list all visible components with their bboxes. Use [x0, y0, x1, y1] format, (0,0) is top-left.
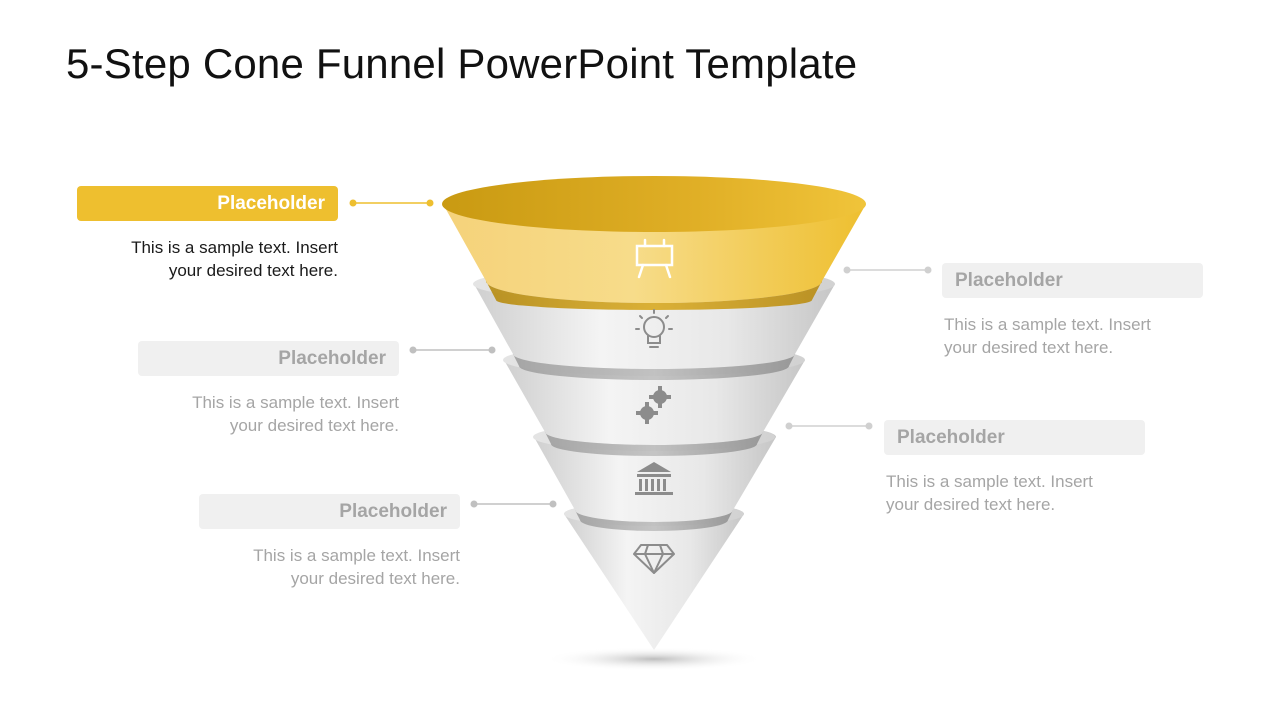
connector-step-5 [470, 500, 557, 508]
step-3-label[interactable]: Placeholder [138, 341, 399, 376]
lightbulb-icon [635, 309, 673, 348]
step-5-text-line-1: This is a sample text. Insert [253, 546, 460, 565]
step-4-description: This is a sample text. Insert your desir… [886, 470, 1146, 516]
step-3-description: This is a sample text. Insert your desir… [139, 391, 399, 437]
step-5-description: This is a sample text. Insert your desir… [200, 544, 460, 590]
step-5-label[interactable]: Placeholder [199, 494, 460, 529]
step-1-text-line-2: your desired text here. [168, 261, 338, 280]
step-2-text-line-2: your desired text here. [944, 338, 1114, 357]
step-2-description: This is a sample text. Insert your desir… [944, 313, 1204, 359]
step-5-text-line-2: your desired text here. [290, 569, 460, 588]
step-4-text-line-2: your desired text here. [886, 495, 1056, 514]
step-1-text-line-1: This is a sample text. Insert [131, 238, 338, 257]
billboard-icon [635, 238, 674, 279]
bank-icon [635, 462, 673, 495]
step-3-text-line-1: This is a sample text. Insert [192, 393, 399, 412]
cone-shadow [544, 647, 764, 671]
step-4-text-line-1: This is a sample text. Insert [886, 472, 1093, 491]
connector-step-3 [409, 346, 496, 354]
gears-icon [636, 386, 671, 424]
step-3-text-line-2: your desired text here. [229, 416, 399, 435]
step-4-label[interactable]: Placeholder [884, 420, 1145, 455]
step-2-text-line-1: This is a sample text. Insert [944, 315, 1151, 334]
connector-step-4 [785, 422, 873, 430]
diamond-icon [633, 544, 675, 574]
step-1-label[interactable]: Placeholder [77, 186, 338, 221]
slide-title: 5-Step Cone Funnel PowerPoint Template [66, 40, 858, 87]
funnel-segment-1 [442, 176, 866, 310]
connector-step-1 [349, 199, 434, 207]
connector-step-2 [843, 266, 932, 274]
step-1-description: This is a sample text. Insert your desir… [78, 236, 338, 282]
step-2-label[interactable]: Placeholder [942, 263, 1203, 298]
